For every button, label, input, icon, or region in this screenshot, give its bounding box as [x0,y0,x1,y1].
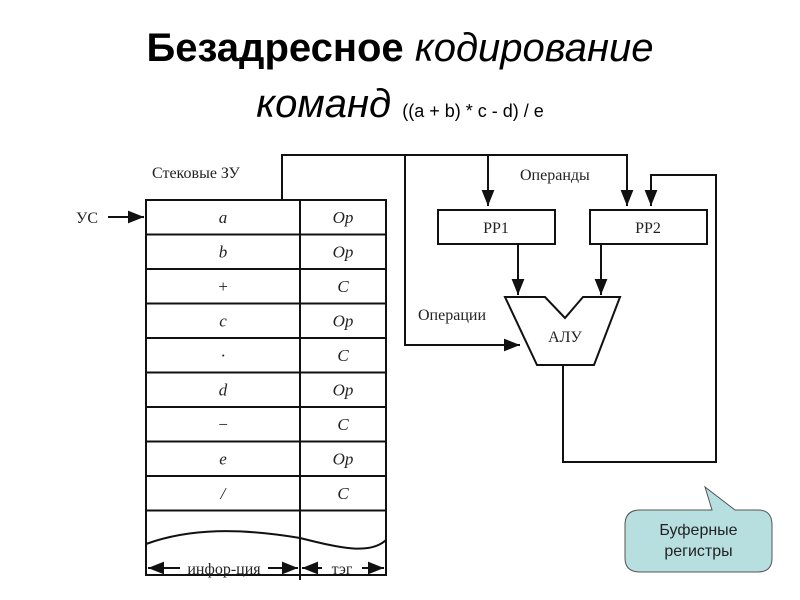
alu-label: АЛУ [548,329,582,346]
stack-cell-info: c [219,312,227,331]
rr2-label: РР2 [635,220,661,237]
info-label: инфор-ция [187,561,261,578]
stack-cell-info: · [221,346,225,365]
stack-cell-info: b [219,243,228,262]
stack-cell-info: d [219,381,228,400]
stack-cell-info: − [217,415,228,434]
alu-shape [503,296,622,366]
stack-cell-tag: Op [333,450,354,469]
stack-label: Стековые ЗУ [152,165,241,182]
rr1-label: РР1 [483,220,509,237]
title-bold: Безадресное [146,26,404,70]
rr1-box [437,209,556,245]
operands-label: Операнды [520,167,590,184]
stack-cell-tag: Op [333,381,354,400]
callout-line2: регистры [664,543,733,560]
stack-cell-info: / [220,484,228,503]
callout-line1: Буферные [659,522,738,539]
rr2-box [589,209,708,245]
tag-label: тэг [332,561,353,578]
stack-frame [145,199,387,576]
stack-cell-info: a [219,208,228,227]
stack-cell-tag: Op [333,312,354,331]
stack-cell-tag: C [337,277,349,296]
wave-break [145,530,387,550]
stack-cell-tag: Op [333,243,354,262]
stack-cell-tag: Op [333,208,354,227]
stack-cell-info: e [219,450,227,469]
title-expression: ((a + b) * c - d) / e [402,101,544,121]
stack-cell-tag: C [337,484,349,503]
title-italic: кодирование [414,26,654,70]
callout-bubble [624,485,773,573]
stack-cell-info: + [217,277,228,296]
slide-title-line2: команд ((a + b) * c - d) / e [0,82,800,127]
slide-title-line1: Безадресное кодирование [0,26,800,71]
pointer-label: УС [76,210,98,227]
callout-text: Буферные регистры [625,510,772,572]
stack-cell-tag: C [337,346,349,365]
operations-label: Операции [418,307,486,324]
title-italic-2: команд [256,82,392,126]
stack-cell-tag: C [337,415,349,434]
